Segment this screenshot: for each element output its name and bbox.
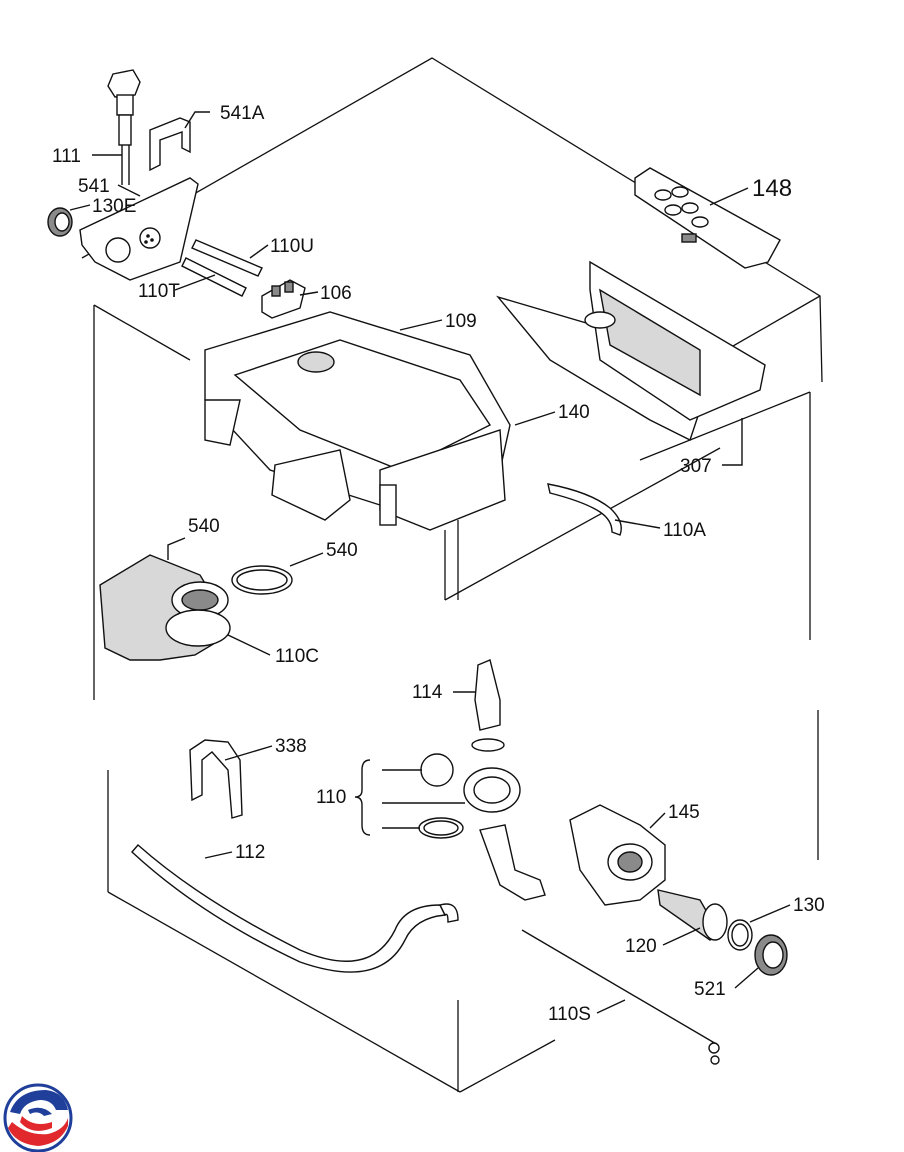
- seal-ring-part-130: [727, 919, 753, 951]
- label-112: 112: [235, 842, 265, 863]
- hose-part-110a: [547, 483, 622, 536]
- lid-plate-part-148: [634, 167, 781, 269]
- valve-part-106: [261, 279, 306, 319]
- label-110t: 110T: [138, 281, 180, 302]
- part-labels: 111 541A 541 130E 110U 110T 106 109 148 …: [52, 103, 825, 1025]
- label-140: 140: [558, 402, 590, 423]
- rod-part-110s: [521, 929, 720, 1065]
- label-338: 338: [275, 736, 307, 757]
- brand-logo-icon: [3, 1083, 73, 1152]
- label-110u: 110U: [270, 236, 314, 257]
- air-trap-part-114: [471, 659, 505, 752]
- label-541a: 541A: [220, 103, 265, 124]
- tube-part-110u: [191, 239, 263, 277]
- grommet-part-130e: [47, 207, 73, 237]
- label-110c: 110C: [275, 646, 319, 667]
- label-120: 120: [625, 936, 657, 957]
- dispenser-drawer-part-307: [496, 260, 766, 441]
- label-110a: 110A: [663, 520, 706, 541]
- clamp-part-540: [231, 565, 293, 595]
- sump-part-110: [463, 767, 546, 901]
- leader-lines: [69, 111, 791, 1014]
- filter-part-120: [657, 889, 728, 941]
- inlet-hose-part-111: [107, 69, 141, 185]
- ball-part-110: [420, 753, 454, 787]
- drain-hose-part-112: [131, 844, 459, 973]
- ring-part-110: [418, 817, 464, 839]
- tube-part-110t: [181, 257, 247, 297]
- label-111: 111: [52, 146, 81, 167]
- label-307: 307: [680, 456, 712, 477]
- filter-cap-part-521: [754, 934, 788, 976]
- label-110: 110: [316, 787, 346, 808]
- pump-housing-part-145: [569, 804, 666, 906]
- label-521: 521: [694, 979, 726, 1000]
- label-130e: 130E: [92, 196, 136, 217]
- mounting-plate-part-541: [79, 177, 199, 281]
- label-114: 114: [412, 682, 443, 703]
- bracket-part-541a: [149, 117, 191, 172]
- bellow-part-540: [99, 554, 231, 661]
- label-148: 148: [752, 175, 792, 202]
- label-130: 130: [793, 895, 825, 916]
- dispenser-housing-part-109-140: [204, 311, 511, 531]
- label-541: 541: [78, 176, 110, 197]
- label-106: 106: [320, 283, 352, 304]
- label-145: 145: [668, 802, 700, 823]
- cabinet-frame: [81, 57, 823, 1093]
- label-540-bellow: 540: [188, 516, 220, 537]
- label-540-clamp: 540: [326, 540, 358, 561]
- label-110s: 110S: [548, 1004, 591, 1025]
- label-109: 109: [445, 311, 477, 332]
- clip-part-338: [189, 739, 243, 819]
